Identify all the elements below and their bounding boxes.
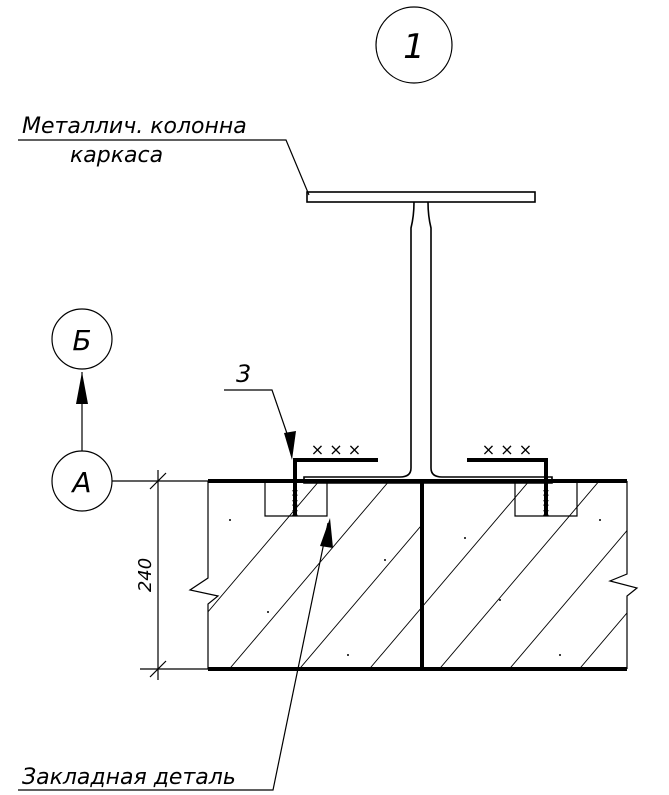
section-to-label: Б	[72, 324, 91, 357]
section-marker: Б А	[51, 308, 208, 512]
dimension-value: 240	[135, 558, 156, 592]
dimension-tick-top	[149, 472, 167, 490]
embedded-part-right: × × ×	[514, 458, 578, 519]
left-break-line	[188, 481, 220, 669]
section-to-circle	[51, 308, 113, 370]
column-top-flange	[306, 191, 536, 203]
right-break-line	[608, 481, 639, 669]
embed-label-text: Закладная деталь	[22, 765, 236, 790]
item-3-callout: 3	[224, 360, 296, 460]
column-label: Металлич. колонна каркаса	[18, 114, 310, 196]
embedded-part-left: × × ×	[264, 458, 328, 519]
column-leader-line	[18, 139, 310, 196]
column-label-line1: Металлич. колонна	[22, 114, 247, 139]
embed-leader-line	[18, 522, 329, 791]
column-label-line2: каркаса	[70, 143, 163, 168]
concrete-dots	[229, 519, 601, 656]
section-arrowhead	[76, 372, 88, 404]
item-3-arrowhead	[284, 431, 296, 460]
detail-number: 1	[403, 27, 425, 67]
embed-arrowhead	[320, 518, 333, 548]
svg-text:×: ×	[542, 508, 550, 519]
left-weld-marks: × × ×	[311, 440, 361, 459]
detail-number-circle	[375, 6, 453, 84]
right-weld-marks: × × ×	[482, 440, 532, 459]
section-from-label: А	[70, 466, 91, 499]
connection-angles: × × × × × ×	[293, 440, 548, 462]
svg-text:×: ×	[542, 498, 550, 509]
svg-text:×: ×	[291, 498, 299, 509]
slab-right-hatching	[424, 482, 627, 670]
svg-text:×: ×	[291, 488, 299, 499]
item-3-leader	[224, 389, 293, 449]
embed-label: Закладная деталь	[18, 518, 333, 791]
item-3-number: 3	[236, 360, 251, 388]
thickness-dimension: 240	[135, 470, 208, 680]
slab-left-hatching	[208, 482, 422, 670]
detail-number-marker: 1	[375, 6, 453, 84]
svg-text:×: ×	[542, 488, 550, 499]
floor-slab	[188, 479, 639, 671]
svg-text:×: ×	[291, 508, 299, 519]
